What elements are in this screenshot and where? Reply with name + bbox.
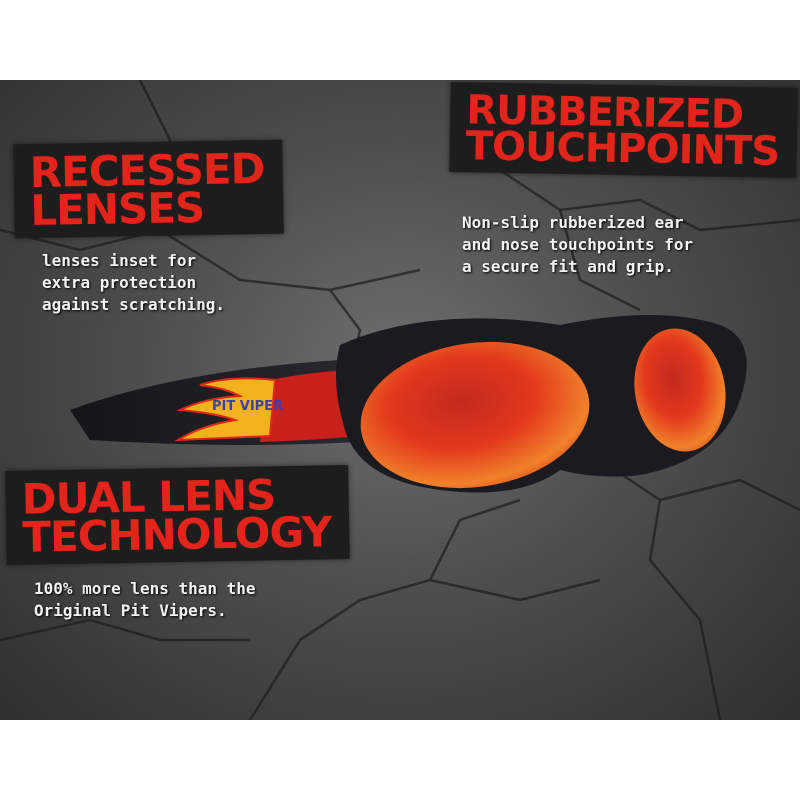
rubberized-touchpoints-description: Non-slip rubberized ear and nose touchpo… <box>462 213 694 276</box>
product-banner: PIT VIPER RECESSED LENSES lenses inset f… <box>0 80 800 720</box>
left-lens <box>360 341 590 489</box>
rubberized-touchpoints-title: RUBBERIZED TOUCHPOINTS <box>449 81 799 179</box>
cracked-concrete-texture <box>0 80 800 720</box>
flame-graphic-icon <box>174 377 277 442</box>
dual-lens-technology-title: DUAL LENS TECHNOLOGY <box>5 465 350 565</box>
sunglasses-product-image: PIT VIPER <box>70 315 747 493</box>
right-lens <box>634 328 726 452</box>
dual-lens-technology-description: 100% more lens than the Original Pit Vip… <box>34 579 256 620</box>
recessed-lenses-description: lenses inset for extra protection agains… <box>42 251 226 314</box>
recessed-lenses-title: RECESSED LENSES <box>13 139 284 238</box>
arm-print-text: PIT VIPER <box>212 399 283 414</box>
